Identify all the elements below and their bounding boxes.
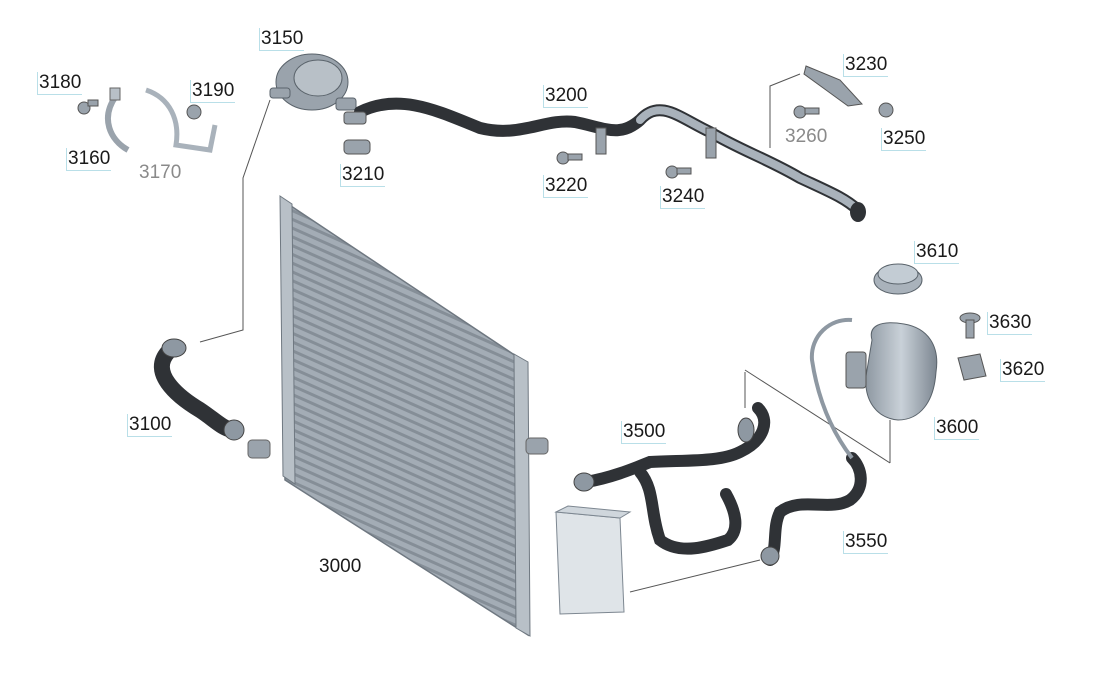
- label-3620: 3620: [1000, 359, 1046, 382]
- oil-cooler: [554, 505, 632, 615]
- clip-3620: [957, 353, 987, 381]
- bolt-3630: [959, 312, 981, 339]
- bolt-3260: [793, 105, 820, 119]
- label-3200: 3200: [543, 85, 589, 108]
- label-3160: 3160: [66, 148, 112, 171]
- label-3500: 3500: [621, 421, 667, 444]
- nut-3190: [186, 104, 202, 120]
- label-3260: 3260: [785, 126, 828, 147]
- label-3250: 3250: [881, 128, 927, 151]
- cap-3610: [873, 263, 923, 295]
- label-3230: 3230: [843, 54, 889, 77]
- label-3100: 3100: [127, 414, 173, 437]
- label-3180: 3180: [37, 72, 83, 95]
- label-3190: 3190: [190, 80, 236, 103]
- hose-3550: [760, 317, 867, 566]
- bolt-3240: [665, 165, 692, 179]
- label-3240: 3240: [660, 186, 706, 209]
- clamp-3160: [105, 87, 130, 153]
- hose-3500: [573, 402, 771, 555]
- bracket-3170: [145, 87, 218, 153]
- expansion-tank-3600: [845, 322, 938, 421]
- hose-3100: [154, 338, 245, 441]
- label-3610: 3610: [914, 241, 960, 264]
- label-3550: 3550: [843, 531, 889, 554]
- label-3210: 3210: [340, 164, 386, 187]
- label-3600: 3600: [934, 417, 980, 440]
- leader-lines: [199, 73, 891, 593]
- radiator-3000: [247, 195, 549, 637]
- sensor-3210: [343, 139, 371, 155]
- bolt-3220: [556, 151, 583, 165]
- label-3150: 3150: [259, 28, 305, 51]
- water-pump-3150: [269, 53, 357, 111]
- nut-3250: [878, 102, 894, 118]
- label-3220: 3220: [543, 175, 589, 198]
- hose-3200: [343, 97, 866, 222]
- bolt-3180: [77, 99, 99, 115]
- bracket-3230: [803, 65, 864, 107]
- label-3170: 3170: [139, 162, 182, 183]
- label-3000: 3000: [319, 556, 362, 577]
- label-3630: 3630: [987, 312, 1033, 335]
